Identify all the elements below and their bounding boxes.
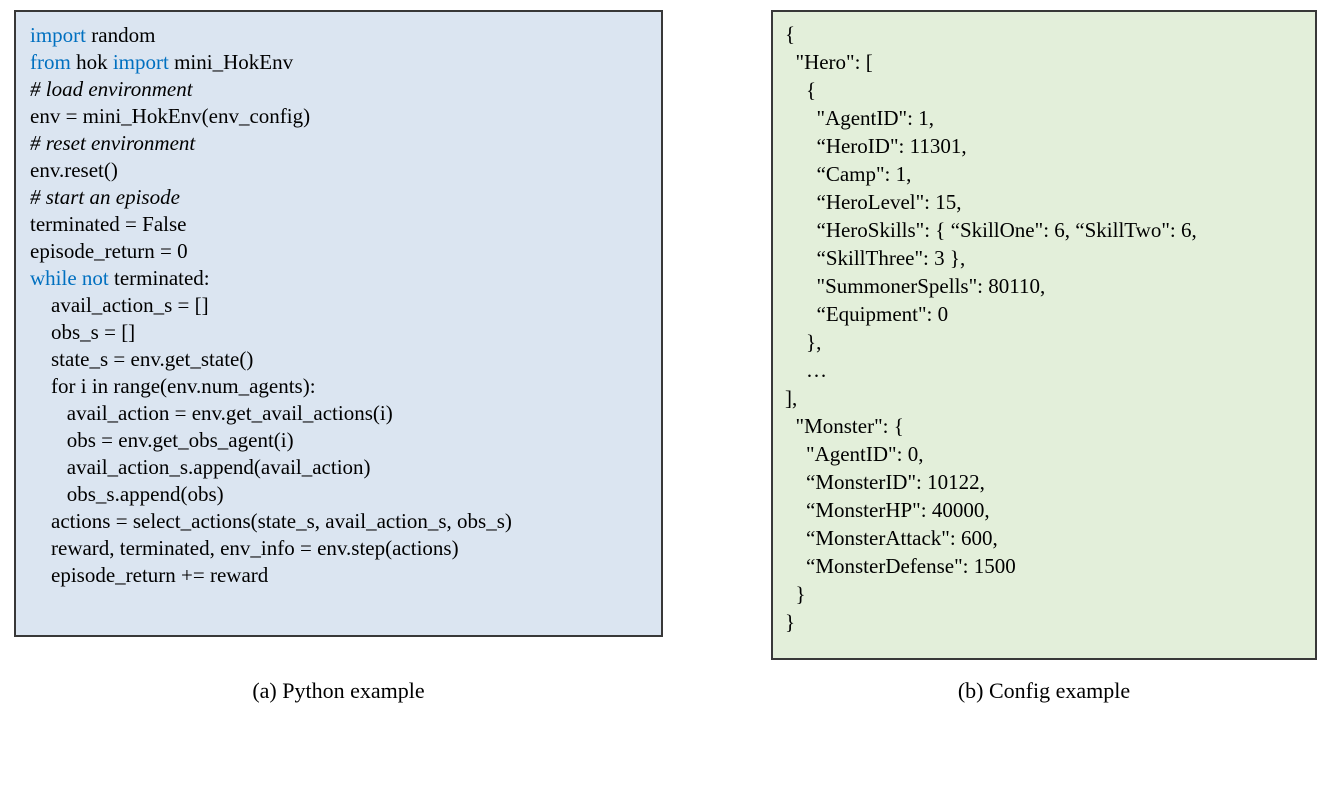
code-token: state_s = env.get_state()	[30, 347, 254, 371]
caption-config-example: (b) Config example	[957, 678, 1131, 703]
code-token: reward, terminated, env_info = env.step(…	[30, 536, 459, 560]
code-line: "AgentID": 1,	[785, 106, 934, 130]
code-token: obs = env.get_obs_agent(i)	[30, 428, 294, 452]
code-line: },	[785, 330, 822, 354]
code-line: avail_action_s = []	[30, 292, 647, 319]
code-token: episode_return += reward	[30, 563, 269, 587]
code-line: actions = select_actions(state_s, avail_…	[30, 508, 647, 535]
code-line: # reset environment	[30, 130, 647, 157]
code-line: # load environment	[30, 76, 647, 103]
code-line: obs_s.append(obs)	[30, 481, 647, 508]
code-line: obs = env.get_obs_agent(i)	[30, 427, 647, 454]
code-token: avail_action_s.append(avail_action)	[30, 455, 371, 479]
code-line: }	[785, 582, 806, 606]
code-token: actions = select_actions(state_s, avail_…	[30, 509, 512, 533]
code-line: avail_action_s.append(avail_action)	[30, 454, 647, 481]
code-token: env = mini_HokEnv(env_config)	[30, 104, 311, 128]
code-token: obs_s = []	[30, 320, 136, 344]
code-line: env = mini_HokEnv(env_config)	[30, 103, 647, 130]
code-line: “SkillThree": 3 },	[785, 246, 966, 270]
code-token: env.reset()	[30, 158, 118, 182]
code-line: "SummonerSpells": 80110,	[785, 274, 1046, 298]
code-line: import random	[30, 22, 647, 49]
code-line: “HeroLevel": 15,	[785, 190, 962, 214]
keyword-token: import	[112, 50, 169, 74]
comment-token: # reset environment	[30, 131, 196, 155]
code-line: “HeroSkills": { “SkillOne": 6, “SkillTwo…	[785, 218, 1197, 242]
code-token: mini_HokEnv	[168, 50, 294, 74]
code-token: for i in range(env.num_agents):	[30, 374, 316, 398]
code-line: from hok import mini_HokEnv	[30, 49, 647, 76]
comment-token: # start an episode	[30, 185, 180, 209]
code-line: terminated = False	[30, 211, 647, 238]
code-line: state_s = env.get_state()	[30, 346, 647, 373]
caption-python-example: (a) Python example	[252, 678, 425, 703]
code-token: hok	[70, 50, 113, 74]
keyword-token: from	[30, 50, 71, 74]
code-token: obs_s.append(obs)	[30, 482, 224, 506]
code-token: random	[86, 23, 156, 47]
code-line: while not terminated:	[30, 265, 647, 292]
code-line: “HeroID": 11301,	[785, 134, 967, 158]
code-line: episode_return = 0	[30, 238, 647, 265]
code-line: env.reset()	[30, 157, 647, 184]
code-line: episode_return += reward	[30, 562, 647, 589]
code-line: "Hero": [	[785, 50, 873, 74]
code-line: {	[785, 22, 796, 46]
code-line: avail_action = env.get_avail_actions(i)	[30, 400, 647, 427]
code-token: terminated = False	[30, 212, 187, 236]
code-line: “Equipment": 0	[785, 302, 949, 326]
code-line: “MonsterAttack": 600,	[785, 526, 998, 550]
code-line: ],	[785, 386, 798, 410]
code-line: “MonsterID": 10122,	[785, 470, 985, 494]
code-line: "AgentID": 0,	[785, 442, 924, 466]
code-line: “MonsterHP": 40000,	[785, 498, 990, 522]
code-line: }	[785, 610, 796, 634]
keyword-token: import	[30, 23, 86, 47]
config-code-panel: { "Hero": [ { "AgentID": 1, “HeroID": 11…	[771, 10, 1317, 660]
code-line: for i in range(env.num_agents):	[30, 373, 647, 400]
code-token: episode_return = 0	[30, 239, 188, 263]
code-line: obs_s = []	[30, 319, 647, 346]
code-line: {	[785, 78, 817, 102]
keyword-token: while not	[30, 266, 109, 290]
code-line: # start an episode	[30, 184, 647, 211]
code-line: …	[785, 358, 827, 382]
code-line: “MonsterDefense": 1500	[785, 554, 1016, 578]
code-line: reward, terminated, env_info = env.step(…	[30, 535, 647, 562]
code-line: "Monster": {	[785, 414, 904, 438]
comment-token: # load environment	[30, 77, 193, 101]
code-token: avail_action = env.get_avail_actions(i)	[30, 401, 393, 425]
code-token: avail_action_s = []	[30, 293, 209, 317]
code-token: terminated:	[108, 266, 210, 290]
code-line: “Camp": 1,	[785, 162, 912, 186]
